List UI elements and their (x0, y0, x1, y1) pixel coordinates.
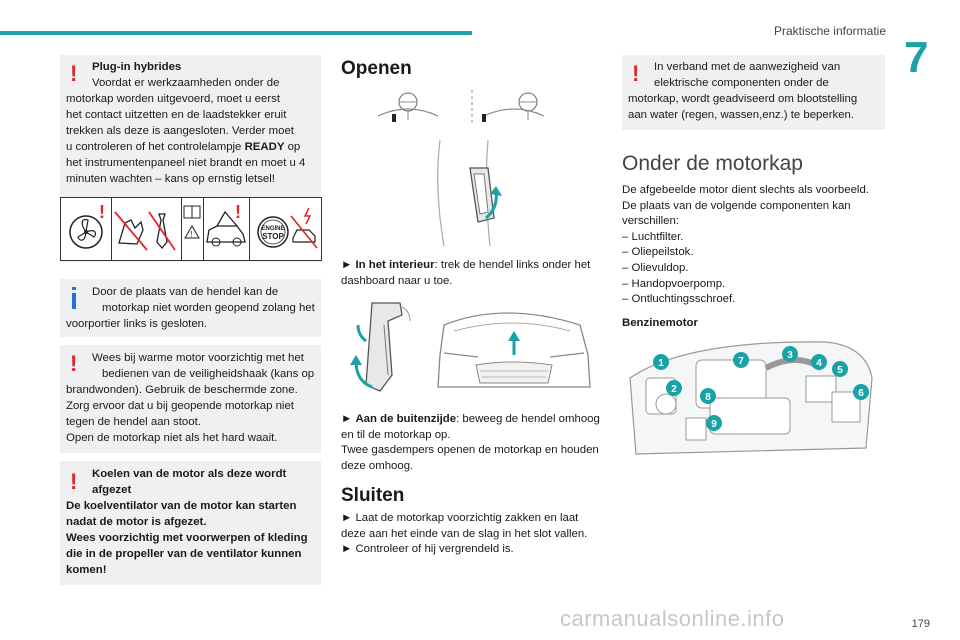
callout-label: 9 (711, 419, 717, 430)
warning-icon: ! (632, 61, 640, 86)
callout-label: 1 (658, 358, 664, 369)
text-line: u controleren of het controlelampje READ… (66, 141, 301, 153)
text-line: Wees bij warme motor voorzichtig met het (92, 352, 304, 364)
heading-openen: Openen (341, 58, 412, 79)
text-line: trekken als deze is aangesloten. Verder … (66, 125, 294, 137)
callout-label: 3 (787, 350, 793, 361)
callout-marker (700, 388, 716, 404)
warning-box-water: ! In verband met de aanwezigheid van ele… (622, 55, 885, 130)
text-line: Open de motorkap niet als het hard waait… (66, 432, 278, 444)
heading-onder-de-motorkap: Onder de motorkap (622, 152, 803, 175)
text-line: Zorg ervoor dat u bij geopende motorkap … (66, 400, 294, 412)
interior-lever-illustration (377, 90, 545, 247)
text-line: tegen de hendel aan stoot. (66, 416, 201, 428)
callout-label: 2 (671, 384, 677, 395)
callout-marker (733, 352, 749, 368)
callout-label: 5 (837, 365, 843, 376)
callout-label: 4 (816, 358, 822, 369)
list-item: – Handopvoerpomp. (622, 277, 726, 290)
info-icon (72, 287, 76, 309)
svg-text:!: ! (191, 230, 193, 239)
text-line: aan water (regen, wassen,enz.) te beperk… (628, 109, 855, 121)
text-line: brandwonden). Gebruik de beschermde zone… (66, 384, 298, 396)
list-item: – Luchtfilter. (622, 230, 684, 243)
warning-title: afgezet (92, 484, 132, 496)
warning-icon: ! (70, 61, 78, 86)
callout-label: 8 (705, 392, 711, 403)
callout-label: 7 (738, 356, 744, 367)
text-line: Wees voorzichtig met voorwerpen of kledi… (66, 532, 308, 544)
text-line: die in de propeller van de ventilator ku… (66, 548, 302, 560)
step-interior: ► In het interieur: trek de hendel links… (341, 259, 591, 287)
step-exterior: ► Aan de buitenzijde: beweeg de hendel o… (341, 413, 600, 472)
text-line: bedienen van de veiligheidshaak (kans op (102, 368, 315, 380)
hand-tie-pictogram (111, 198, 182, 260)
text-line: motorkap, wordt geadviseerd om blootstel… (628, 93, 858, 105)
warning-icon: ! (70, 351, 78, 376)
callout-marker (653, 354, 669, 370)
warning-title: Koelen van de motor als deze wordt (92, 468, 287, 480)
text-line: elektrische componenten onder de (654, 77, 829, 89)
page-number: 179 (911, 618, 930, 630)
text-line: motorkap worden uitgevoerd, moet u eerst (66, 93, 281, 105)
text-line: In verband met de aanwezigheid van (654, 61, 841, 73)
text-line: Door de plaats van de hendel kan de (92, 286, 279, 298)
callout-marker (832, 361, 848, 377)
callout-marker (666, 380, 682, 396)
svg-text:!: ! (235, 202, 241, 222)
heading-sluiten: Sluiten (341, 485, 405, 506)
components-intro: De afgebeelde motor dient slechts als vo… (622, 184, 869, 306)
callout-marker (853, 384, 869, 400)
manual-pictogram: ! (181, 198, 204, 260)
text-line: komen! (66, 564, 107, 576)
open-bonnet-pictogram: ! (203, 198, 250, 260)
subheading-benzinemotor: Benzinemotor (622, 317, 698, 329)
text-line: voorportier links is gesloten. (66, 318, 208, 330)
warning-icon: ! (70, 469, 78, 494)
callout-marker (811, 354, 827, 370)
text-line: Voordat er werkzaamheden onder de (92, 77, 280, 89)
warning-pictogram-strip: ! ! ! ENGINE STOP (60, 197, 322, 261)
ready-label: READY (244, 141, 285, 153)
text-line: De koelventilator van de motor kan start… (66, 500, 297, 512)
text-line: het contact uitzetten en de laadstekker … (66, 109, 287, 121)
section-title: Praktische informatie (773, 24, 886, 38)
chapter-number: 7 (904, 33, 929, 82)
header-accent-bar (0, 31, 472, 35)
list-item: – Olievuldop. (622, 261, 689, 274)
engine-label: ENGINE (261, 226, 284, 232)
text-line: het instrumentenpaneel niet brandt en mo… (66, 157, 306, 169)
warning-title: Plug-in hybrides (92, 61, 182, 73)
stop-label: STOP (262, 232, 284, 241)
close-steps: ► Laat de motorkap voorzichtig zakken en… (341, 512, 588, 556)
callout-marker (782, 346, 798, 362)
engine-bay-illustration: 1 2 3 4 5 6 7 8 9 (629, 341, 873, 455)
watermark: carmanualsonline.info (560, 606, 785, 631)
engine-stop-pictogram: ENGINE STOP (249, 198, 321, 260)
list-item: – Oliepeilstok. (622, 246, 694, 259)
callout-marker (706, 415, 722, 431)
svg-text:!: ! (99, 202, 105, 222)
warning-box-hot-engine: ! Wees bij warme motor voorzichtig met h… (60, 345, 321, 453)
text-line: nadat de motor is afgezet. (66, 516, 207, 528)
list-item: – Ontluchtingsschroef. (622, 293, 736, 306)
callout-label: 6 (858, 388, 864, 399)
info-box-door: Door de plaats van de hendel kan de moto… (60, 279, 321, 337)
text-line: motorkap niet worden geopend zolang het (102, 302, 315, 314)
fan-pictogram: ! (61, 198, 112, 260)
warning-box-cooling-fan: ! Koelen van de motor als deze wordt afg… (60, 461, 321, 585)
text-line: minuten wachten – kans op ernstig letsel… (66, 173, 275, 185)
exterior-lever-illustration (350, 302, 591, 392)
